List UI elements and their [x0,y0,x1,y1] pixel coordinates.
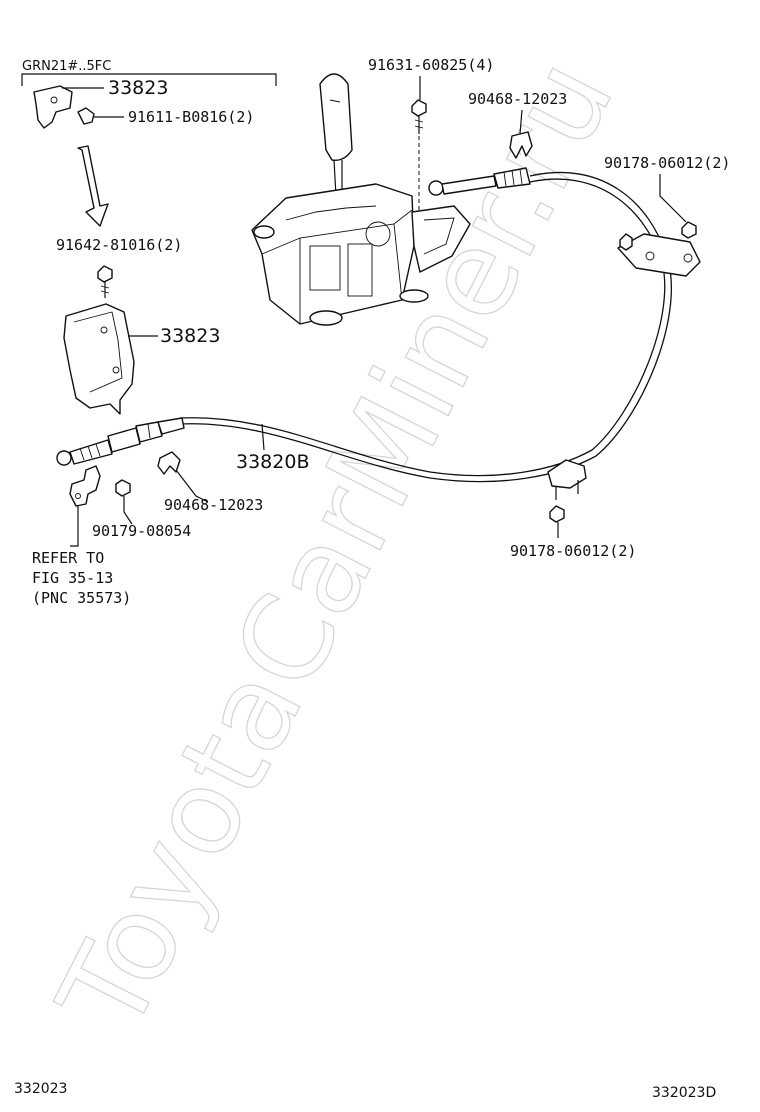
label-upper-right-nut: 90178-06012(2) [604,154,730,172]
label-top-clip: 90468-12023 [468,90,567,108]
label-lower-right-nut: 90178-06012(2) [510,542,636,560]
middle-bolt-part: 91642-81016(2) [56,236,182,298]
group-condition-label: GRN21#..5FC [22,59,111,74]
footer-right-code: 332023D [652,1085,716,1101]
shift-cable-outer [179,178,666,477]
lower-small-bracket-part [69,465,101,547]
lower-right-cable-bracket: 90178-06012(2) [510,459,636,560]
figure-reference: REFER TO FIG 35-13 (PNC 35573) [32,549,131,607]
lower-clip-part: 90468-12023 [157,451,263,514]
upper-cable-end [428,167,531,196]
group-bracket: GRN21#..5FC [21,59,277,86]
label-top-bolt: 91631-60825(4) [368,56,494,74]
top-bolt-part: 91631-60825(4) [368,56,494,210]
upper-screw-part: 91611-B0816(2) [77,107,254,126]
shift-cable [179,171,672,483]
label-upper-bracket: 33823 [108,77,168,99]
label-lower-clip: 90468-12023 [164,496,263,514]
cable-label-group: 33820B [236,423,309,473]
footer-left-code: 332023 [14,1081,67,1097]
reference-line-1: REFER TO [32,549,104,567]
label-cable: 33820B [236,451,309,473]
lower-cable-end [56,417,185,466]
label-middle-bolt: 91642-81016(2) [56,236,182,254]
top-clip-part: 90468-12023 [468,90,567,159]
label-upper-screw: 91611-B0816(2) [128,108,254,126]
label-lower-nut: 90179-08054 [92,522,191,540]
lower-nut-part: 90179-08054 [92,479,191,540]
direction-arrow [77,145,109,227]
reference-line-3: (PNC 35573) [32,589,131,607]
lower-bracket-part: 33823 [63,303,220,415]
upper-bracket-part: 33823 [33,77,168,129]
shift-lever-assembly [251,73,471,326]
reference-line-2: FIG 35-13 [32,569,113,587]
upper-right-cable-bracket: 90178-06012(2) [604,154,730,277]
label-lower-bracket: 33823 [160,325,220,347]
